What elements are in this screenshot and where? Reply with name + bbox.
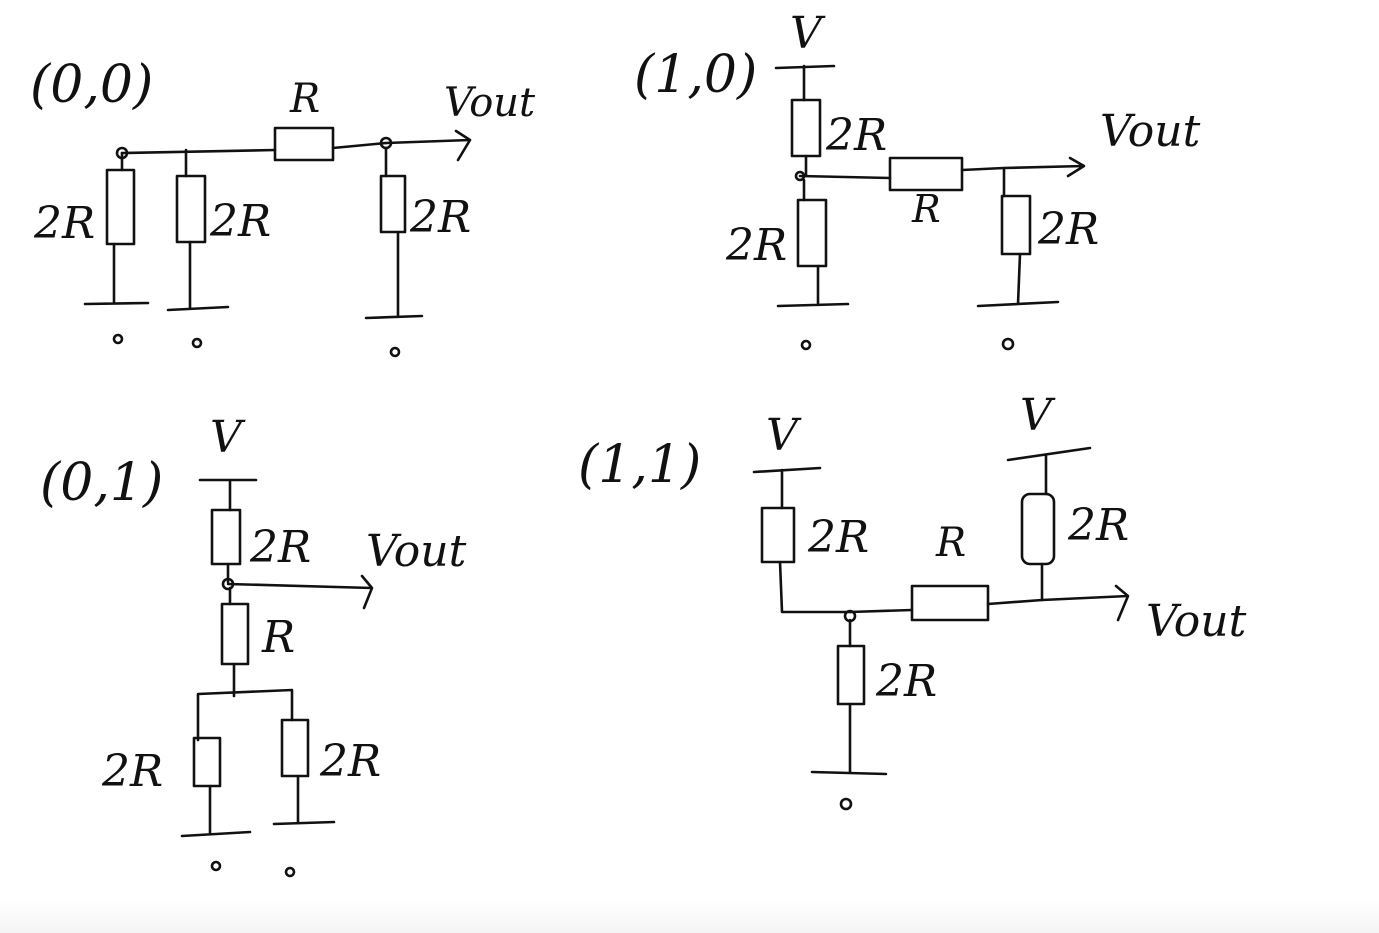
- wire-split: [196, 662, 294, 742]
- resistor-bottom: [836, 644, 866, 706]
- resistor-bottom-right: [280, 718, 310, 778]
- resistor-label: 2R: [33, 198, 95, 249]
- voltage-label: V: [766, 410, 802, 461]
- resistor-out: [379, 174, 407, 234]
- resistor-left: [760, 506, 796, 564]
- circuit-0-1: (0,1) V 2R Vout R 2R 2R: [40, 412, 467, 878]
- page-bottom-edge: [0, 900, 1379, 933]
- resistor-label: 2R: [825, 110, 887, 161]
- ground-dot: [191, 337, 203, 349]
- resistor-label: R: [911, 187, 941, 231]
- ground-dot: [839, 797, 853, 811]
- resistor-label: 2R: [875, 656, 937, 707]
- resistor-series: [273, 126, 335, 162]
- resistor-label: 2R: [725, 220, 787, 271]
- circuit-0-0: (0,0) R Vout 2R 2R 2R: [30, 55, 536, 358]
- vout-arrow: [226, 574, 374, 610]
- resistor-label: R: [261, 612, 295, 663]
- resistor-top: [210, 508, 242, 566]
- vout-label: Vout: [1100, 106, 1201, 157]
- ground-2: [976, 252, 1060, 308]
- resistor-series: [888, 156, 964, 192]
- vout-arrow: [960, 156, 1086, 178]
- state-label: (0,1): [40, 453, 163, 513]
- resistor-label: 2R: [249, 522, 311, 573]
- vout-label: Vout: [1146, 596, 1247, 647]
- ground-2: [166, 240, 230, 312]
- resistor-branch-2: [175, 174, 207, 244]
- state-label: (1,0): [634, 45, 757, 105]
- resistor-right: [1020, 492, 1056, 566]
- circuit-1-1: (1,1) V 2R V 2R R Vout 2R: [578, 390, 1247, 811]
- ground-3: [364, 230, 424, 320]
- state-label: (0,0): [30, 55, 153, 115]
- wire-series-out: [331, 141, 388, 150]
- voltage-label: V: [1020, 390, 1056, 441]
- resistor-label: 2R: [1037, 204, 1099, 255]
- resistor-label: 2R: [319, 736, 381, 787]
- ground-dot: [389, 346, 401, 358]
- voltage-label: V: [790, 8, 826, 59]
- ground-1: [180, 784, 252, 838]
- ground-dot: [210, 860, 222, 872]
- wire-series-in: [798, 174, 892, 180]
- voltage-source-left: [752, 466, 822, 510]
- resistor-top: [790, 98, 822, 158]
- ground-1: [83, 242, 150, 306]
- resistor-mid: [220, 602, 250, 666]
- circuit-1-0: (1,0) V 2R R Vout 2R 2R: [634, 8, 1201, 351]
- resistor-label: 2R: [1067, 500, 1129, 551]
- ground-dot: [1001, 337, 1015, 351]
- voltage-label: V: [210, 412, 246, 463]
- voltage-source: [198, 478, 258, 512]
- resistor-branch-1: [105, 168, 136, 246]
- resistor-bottom-left: [192, 736, 222, 788]
- resistor-label: 2R: [807, 512, 869, 563]
- wire-left: [778, 560, 852, 614]
- resistor-label: 2R: [409, 192, 471, 243]
- resistor-bottom: [796, 198, 828, 268]
- voltage-source: [774, 64, 836, 102]
- resistor-label: 2R: [101, 746, 163, 797]
- ground-2: [272, 774, 336, 826]
- ground-1: [776, 264, 850, 308]
- resistor-label: R: [289, 76, 320, 122]
- ground-dot: [112, 333, 124, 345]
- ground-dot: [800, 339, 812, 351]
- wire-top: [120, 148, 277, 155]
- resistor-label: 2R: [209, 196, 271, 247]
- resistor-out: [1000, 194, 1032, 256]
- ground-1: [810, 702, 888, 776]
- state-label: (1,1): [578, 435, 701, 495]
- vout-label: Vout: [444, 80, 536, 126]
- vout-label: Vout: [366, 526, 467, 577]
- ground-dot: [284, 866, 296, 878]
- wire-series-in: [848, 608, 914, 614]
- vout-arrow: [986, 584, 1130, 622]
- vout-arrow: [384, 129, 472, 162]
- voltage-source-right: [1006, 446, 1092, 496]
- resistor-label: R: [935, 520, 966, 566]
- resistor-series: [910, 584, 990, 622]
